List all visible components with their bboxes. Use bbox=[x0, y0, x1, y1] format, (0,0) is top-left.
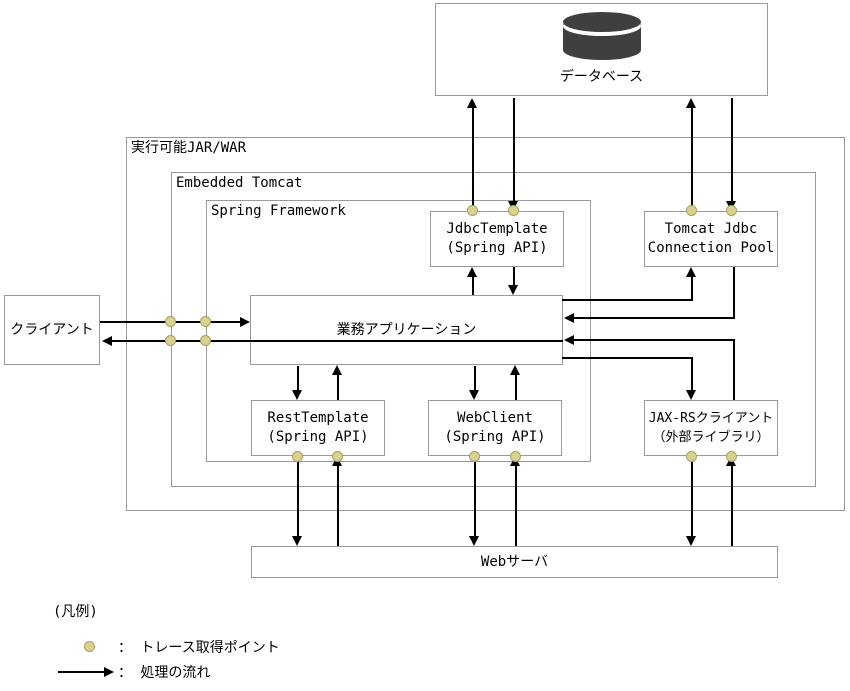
database-label: データベース bbox=[559, 69, 644, 85]
jaxrs-client-label-line1: JAX-RSクライアント bbox=[648, 411, 774, 426]
arrowhead-icon bbox=[469, 390, 479, 400]
spring-framework-container bbox=[206, 200, 591, 462]
arrowhead-icon bbox=[467, 98, 477, 108]
arrowhead-icon bbox=[469, 536, 479, 546]
arrowhead-icon bbox=[467, 267, 477, 277]
web-server-label: Webサーバ bbox=[480, 553, 549, 570]
flow-line bbox=[691, 357, 693, 392]
arrowhead-icon bbox=[686, 267, 696, 277]
executable-jar-war-label: 実行可能JAR/WAR bbox=[131, 140, 247, 156]
legend-trace-point-label: ： トレース取得ポイント bbox=[118, 640, 280, 656]
rest-template-label-line1: RestTemplate bbox=[267, 410, 369, 426]
spring-framework-label: Spring Framework bbox=[211, 203, 346, 219]
rest-template-node: RestTemplate (Spring API) bbox=[251, 400, 385, 456]
arrowhead-icon bbox=[292, 390, 302, 400]
tomcat-jdbc-pool-label-line2: Connection Pool bbox=[647, 240, 775, 256]
trace-point-dot bbox=[292, 451, 303, 462]
arrowhead-icon bbox=[686, 390, 696, 400]
jaxrs-client-label-line2: （外部ライブラリ） bbox=[652, 430, 770, 445]
legend-flow-arrow bbox=[58, 671, 106, 673]
flow-line bbox=[472, 270, 474, 295]
client-node: クライアント bbox=[4, 295, 100, 365]
trace-point-dot bbox=[467, 205, 478, 216]
flow-line bbox=[731, 98, 733, 203]
flow-line bbox=[297, 457, 299, 538]
legend-flow-label: ： 処理の流れ bbox=[118, 665, 211, 681]
flow-line bbox=[337, 465, 339, 546]
flow-line bbox=[562, 299, 693, 301]
arrowhead-icon bbox=[102, 336, 112, 346]
flow-line bbox=[513, 98, 515, 203]
flow-line bbox=[572, 317, 735, 319]
trace-point-dot bbox=[165, 335, 176, 346]
embedded-tomcat-container bbox=[171, 172, 816, 487]
trace-point-dot bbox=[332, 451, 343, 462]
jdbc-template-label-line2: (Spring API) bbox=[446, 240, 548, 256]
trace-point-dot bbox=[508, 205, 519, 216]
flow-line bbox=[110, 340, 563, 342]
trace-point-dot bbox=[726, 205, 737, 216]
arrowhead-icon bbox=[104, 667, 114, 677]
flow-line bbox=[297, 366, 299, 392]
trace-point-dot bbox=[469, 451, 480, 462]
arrowhead-icon bbox=[332, 365, 342, 375]
tomcat-jdbc-pool-node: Tomcat Jdbc Connection Pool bbox=[644, 211, 778, 267]
web-client-label-line2: (Spring API) bbox=[444, 429, 546, 445]
embedded-tomcat-label: Embedded Tomcat bbox=[176, 175, 303, 191]
flow-line bbox=[733, 339, 735, 400]
trace-point-dot bbox=[165, 316, 176, 327]
arrowhead-icon bbox=[508, 285, 518, 295]
web-server-node: Webサーバ bbox=[251, 546, 778, 578]
executable-jar-war-container bbox=[126, 137, 845, 511]
web-client-node: WebClient (Spring API) bbox=[428, 400, 562, 456]
legend-trace-dot bbox=[84, 641, 95, 652]
database-node: データベース bbox=[435, 3, 768, 96]
rest-template-label-line2: (Spring API) bbox=[267, 429, 369, 445]
web-client-label-line1: WebClient bbox=[457, 410, 533, 426]
flow-line bbox=[691, 457, 693, 538]
arrowhead-icon bbox=[686, 98, 696, 108]
flow-line bbox=[474, 366, 476, 392]
jdbc-template-node: JdbcTemplate (Spring API) bbox=[430, 211, 564, 267]
flow-line bbox=[733, 267, 735, 319]
client-label: クライアント bbox=[10, 321, 94, 338]
arrowhead-icon bbox=[686, 536, 696, 546]
flow-line bbox=[474, 457, 476, 538]
trace-point-dot bbox=[686, 205, 697, 216]
arrowhead-icon bbox=[240, 317, 250, 327]
jaxrs-client-node: JAX-RSクライアント （外部ライブラリ） bbox=[644, 400, 778, 456]
flow-line bbox=[691, 102, 693, 211]
trace-point-dot bbox=[686, 451, 697, 462]
flow-line bbox=[513, 267, 515, 287]
trace-point-dot bbox=[200, 335, 211, 346]
business-app-node: 業務アプリケーション bbox=[250, 295, 563, 365]
trace-point-dot bbox=[200, 316, 211, 327]
flow-line bbox=[572, 339, 735, 341]
flow-line bbox=[515, 465, 517, 546]
arrowhead-icon bbox=[564, 335, 574, 345]
database-icon bbox=[562, 12, 641, 60]
tomcat-jdbc-pool-label-line1: Tomcat Jdbc bbox=[664, 221, 758, 237]
flow-line bbox=[562, 357, 693, 359]
arrowhead-icon bbox=[564, 313, 574, 323]
trace-point-dot bbox=[726, 451, 737, 462]
trace-point-dot bbox=[510, 451, 521, 462]
flow-line bbox=[515, 373, 517, 400]
flow-line bbox=[472, 102, 474, 211]
jdbc-template-label-line1: JdbcTemplate bbox=[446, 221, 548, 237]
flow-line bbox=[337, 373, 339, 400]
flow-line bbox=[691, 271, 693, 301]
business-app-label: 業務アプリケーション bbox=[336, 321, 477, 338]
flow-line bbox=[731, 465, 733, 546]
arrowhead-icon bbox=[292, 536, 302, 546]
legend-title: (凡例) bbox=[53, 604, 98, 620]
arrowhead-icon bbox=[510, 365, 520, 375]
